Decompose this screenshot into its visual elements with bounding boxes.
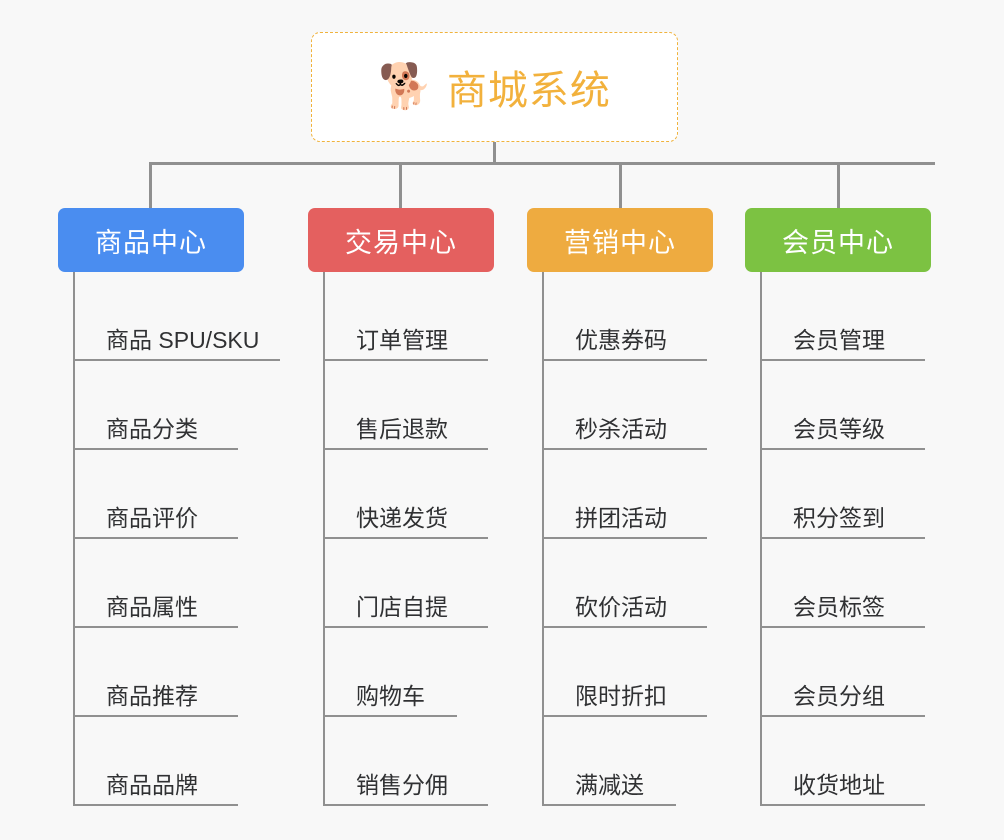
category-title: 商品中心 [95,227,207,258]
leaf-underline [544,448,707,450]
leaf-list-trade-center: 订单管理 售后退款 快递发货 门店自提 购物车 销售分佣 [323,272,494,806]
leaf-label: 砍价活动 [575,594,667,620]
category-header-product-center[interactable]: 商品中心 [58,208,244,272]
category-header-marketing-center[interactable]: 营销中心 [527,208,713,272]
leaf-label: 限时折扣 [575,683,667,709]
leaf-underline [762,359,925,361]
leaf-label: 满减送 [575,772,644,798]
leaf-underline [544,804,676,806]
leaf-item[interactable]: 会员管理 [762,272,931,361]
category-title: 交易中心 [345,227,457,258]
leaf-label: 商品品牌 [106,772,198,798]
leaf-label: 秒杀活动 [575,416,667,442]
branch-member-center: 会员中心 会员管理 会员等级 积分签到 会员标签 会员分组 [745,208,931,806]
leaf-item[interactable]: 限时折扣 [544,628,713,717]
connector-horizontal-bus [149,162,935,165]
leaf-underline [325,804,488,806]
leaf-label: 商品属性 [106,594,198,620]
leaf-label: 会员等级 [793,416,885,442]
leaf-underline [325,448,488,450]
leaf-item[interactable]: 会员等级 [762,361,931,450]
leaf-label: 拼团活动 [575,505,667,531]
leaf-underline [325,537,488,539]
branch-trade-center: 交易中心 订单管理 售后退款 快递发货 门店自提 购物车 [308,208,494,806]
leaf-underline [75,359,280,361]
leaf-item[interactable]: 商品属性 [75,539,244,628]
leaf-underline [544,715,707,717]
leaf-label: 积分签到 [793,505,885,531]
leaf-item[interactable]: 优惠券码 [544,272,713,361]
leaf-label: 商品 SPU/SKU [106,327,260,353]
leaf-underline [325,359,488,361]
connector-drop-trade-center [399,162,402,209]
root-node[interactable]: 🐕 商城系统 [311,32,678,142]
leaf-item[interactable]: 收货地址 [762,717,931,806]
category-header-trade-center[interactable]: 交易中心 [308,208,494,272]
connector-drop-marketing-center [619,162,622,209]
category-title: 会员中心 [782,227,894,258]
leaf-label: 商品推荐 [106,683,198,709]
leaf-label: 优惠券码 [575,327,667,353]
leaf-label: 会员标签 [793,594,885,620]
connector-drop-product-center [149,162,152,209]
leaf-label: 商品评价 [106,505,198,531]
leaf-label: 会员分组 [793,683,885,709]
leaf-underline [762,804,925,806]
leaf-underline [325,715,457,717]
leaf-underline [75,537,238,539]
leaf-item[interactable]: 秒杀活动 [544,361,713,450]
connector-drop-member-center [837,162,840,209]
leaf-item[interactable]: 会员标签 [762,539,931,628]
leaf-item[interactable]: 会员分组 [762,628,931,717]
leaf-label: 购物车 [356,683,425,709]
leaf-label: 快递发货 [356,505,448,531]
leaf-list-product-center: 商品 SPU/SKU 商品分类 商品评价 商品属性 商品推荐 商品品牌 [73,272,280,806]
leaf-item[interactable]: 满减送 [544,717,713,806]
leaf-underline [544,626,707,628]
leaf-list-marketing-center: 优惠券码 秒杀活动 拼团活动 砍价活动 限时折扣 满减送 [542,272,713,806]
leaf-item[interactable]: 门店自提 [325,539,494,628]
leaf-label: 商品分类 [106,416,198,442]
leaf-underline [75,448,238,450]
leaf-item[interactable]: 拼团活动 [544,450,713,539]
leaf-item[interactable]: 砍价活动 [544,539,713,628]
leaf-underline [75,804,238,806]
leaf-item[interactable]: 积分签到 [762,450,931,539]
leaf-label: 收货地址 [793,772,885,798]
leaf-underline [762,448,925,450]
leaf-underline [544,359,707,361]
leaf-label: 订单管理 [356,327,448,353]
leaf-underline [75,626,238,628]
leaf-item[interactable]: 商品推荐 [75,628,244,717]
root-node-title: 商城系统 [446,69,611,113]
connector-root-stem [493,142,496,164]
branch-marketing-center: 营销中心 优惠券码 秒杀活动 拼团活动 砍价活动 限时折扣 [527,208,713,806]
leaf-item[interactable]: 商品分类 [75,361,244,450]
leaf-label: 会员管理 [793,327,885,353]
leaf-label: 门店自提 [356,594,448,620]
leaf-item[interactable]: 购物车 [325,628,494,717]
leaf-item[interactable]: 商品 SPU/SKU [75,272,280,361]
leaf-item[interactable]: 快递发货 [325,450,494,539]
category-header-member-center[interactable]: 会员中心 [745,208,931,272]
leaf-label: 售后退款 [356,416,448,442]
branch-product-center: 商品中心 商品 SPU/SKU 商品分类 商品评价 商品属性 商品推荐 [58,208,280,806]
leaf-underline [75,715,238,717]
leaf-underline [325,626,488,628]
leaf-underline [762,626,925,628]
leaf-item[interactable]: 商品评价 [75,450,244,539]
leaf-item[interactable]: 订单管理 [325,272,494,361]
shiba-dog-face-icon: 🐕 [378,61,433,112]
leaf-item[interactable]: 销售分佣 [325,717,494,806]
leaf-item[interactable]: 售后退款 [325,361,494,450]
leaf-underline [762,715,925,717]
category-title: 营销中心 [564,227,676,258]
leaf-list-member-center: 会员管理 会员等级 积分签到 会员标签 会员分组 收货地址 [760,272,931,806]
leaf-underline [762,537,925,539]
leaf-underline [544,537,707,539]
leaf-item[interactable]: 商品品牌 [75,717,244,806]
leaf-label: 销售分佣 [356,772,448,798]
